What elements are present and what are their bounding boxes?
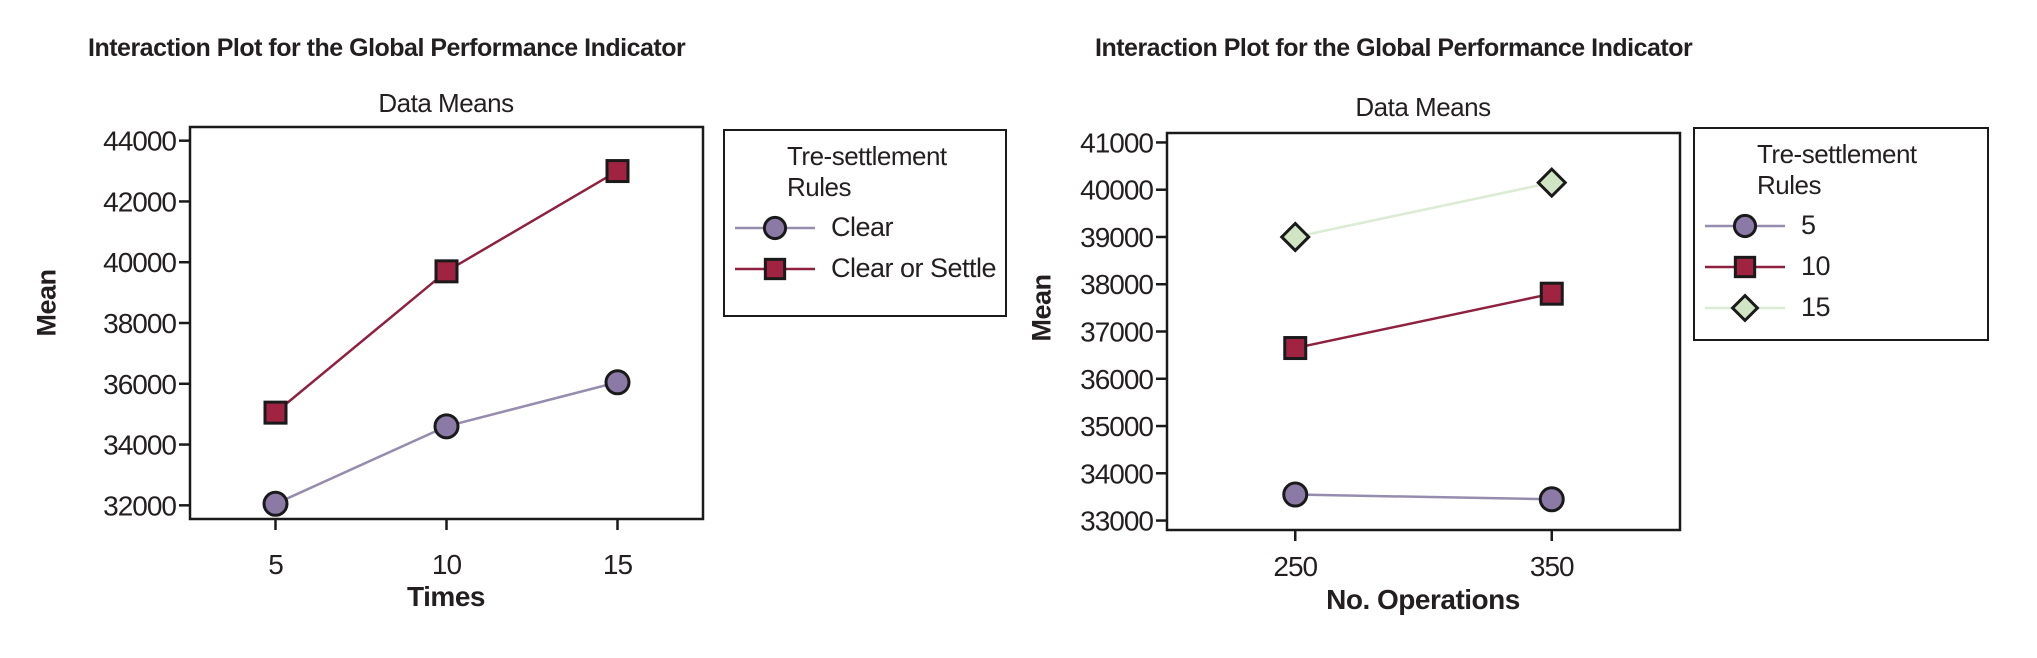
legend-marker-swatch	[735, 257, 815, 280]
y-tick-label: 38000	[103, 308, 176, 339]
y-tick-label: 42000	[103, 186, 176, 217]
legend-marker-swatch	[1705, 213, 1785, 238]
data-point-marker	[1279, 221, 1311, 253]
legend-marker	[1732, 213, 1758, 238]
legend-entry: 10	[1695, 246, 1987, 287]
plot-frame	[188, 125, 705, 521]
data-point-marker	[1282, 481, 1309, 508]
y-tick-label: 34000	[103, 430, 176, 461]
legend-entry-label: 5	[1801, 210, 1816, 240]
x-axis-label-left: Times	[407, 581, 485, 612]
chart-subtitle-left: Data Means	[378, 88, 514, 118]
data-point-marker	[1539, 281, 1564, 306]
legend-marker	[1730, 292, 1760, 323]
y-tick-label: 39000	[1080, 222, 1153, 253]
x-tick-label: 5	[268, 549, 283, 580]
y-tick-label: 44000	[103, 126, 176, 157]
y-tick-label: 40000	[103, 247, 176, 278]
plot-frame	[1165, 131, 1682, 532]
legend-title-left: Tre-settlement Rules	[787, 141, 947, 202]
legend-entry-label: Clear or Settle	[831, 253, 997, 283]
legend-entry: 5	[1695, 205, 1987, 246]
data-point-marker	[605, 159, 630, 184]
legend-marker-swatch	[1705, 255, 1785, 278]
data-point-marker	[262, 490, 289, 517]
legend-marker	[763, 257, 787, 280]
y-tick-label: 36000	[1080, 364, 1153, 395]
y-tick-label: 34000	[1080, 458, 1153, 489]
data-point-marker	[604, 369, 631, 396]
series-line	[1294, 181, 1553, 239]
data-point-marker	[1283, 336, 1308, 361]
data-point-marker	[263, 400, 288, 425]
y-tick-label: 36000	[103, 369, 176, 400]
legend-entry: Clear	[725, 207, 1005, 248]
series-line	[1294, 292, 1553, 350]
y-tick-label: 38000	[1080, 269, 1153, 300]
series-line	[1295, 493, 1552, 501]
legend-entry-label: Clear	[831, 212, 894, 242]
x-axis-label-right: No. Operations	[1326, 584, 1520, 615]
x-tick-label: 15	[603, 549, 633, 580]
x-tick-label: 10	[432, 549, 462, 580]
data-point-marker	[433, 413, 460, 440]
data-point-marker	[1536, 167, 1568, 199]
chart-subtitle-right: Data Means	[1355, 92, 1491, 122]
x-tick-label: 250	[1273, 551, 1317, 582]
y-tick-label: 37000	[1080, 317, 1153, 348]
legend-entry-label: 15	[1801, 292, 1831, 322]
y-tick-label: 40000	[1080, 175, 1153, 206]
legend-right: Tre-settlement Rules 5 10 15	[1693, 127, 1989, 341]
legend-entry: Clear or Settle	[725, 248, 1005, 289]
legend-entry: 15	[1695, 287, 1987, 328]
x-tick-label: 350	[1530, 551, 1574, 582]
data-point-marker	[1538, 486, 1565, 513]
y-tick-label: 35000	[1080, 411, 1153, 442]
data-point-marker	[434, 259, 459, 284]
legend-marker	[1733, 255, 1757, 278]
legend-marker-swatch	[735, 215, 815, 240]
y-tick-label: 32000	[103, 490, 176, 521]
chart-title-left: Interaction Plot for the Global Performa…	[88, 34, 686, 62]
legend-title-right: Tre-settlement Rules	[1757, 139, 1917, 200]
y-tick-label: 33000	[1080, 506, 1153, 537]
legend-marker	[762, 215, 788, 240]
chart-title-right: Interaction Plot for the Global Performa…	[1095, 34, 1693, 62]
legend-entry-label: 10	[1801, 251, 1831, 281]
legend-entries-right: 5 10 15	[1695, 205, 1987, 328]
legend-marker-swatch	[1705, 292, 1785, 323]
y-tick-label: 41000	[1080, 127, 1153, 158]
